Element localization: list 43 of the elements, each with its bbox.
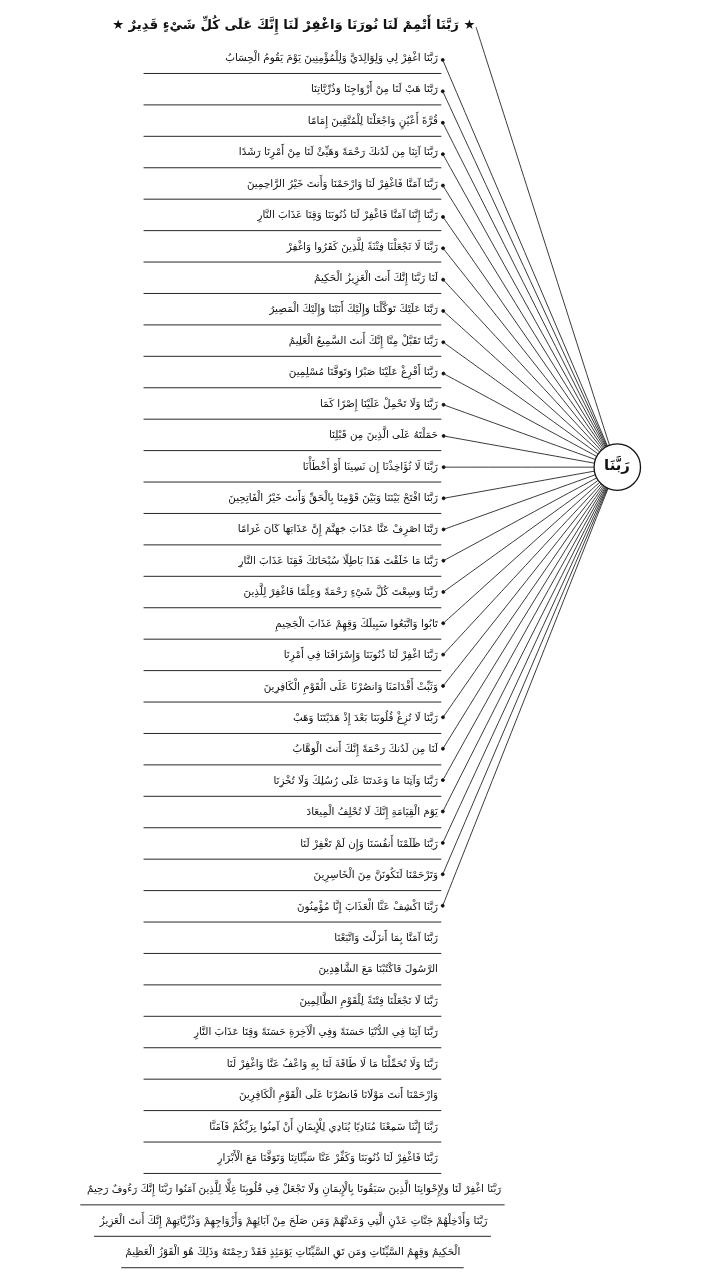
node-text: يَوْمَ الْقِيَامَةِ إِنَّكَ لَا تُخْلِفُ الْمِيعَادَ [306,805,438,818]
node-text: رَبَّنَا اصْرِفْ عَنَّا عَذَابَ جَهَنَّمَ إِنَّ عَذَابَهَا كَانَ غَرَامًا [237,522,438,535]
node-text: وَارْحَمْنَا أَنتَ مَوْلَانَا فَانصُرْنَا عَلَى الْقَوْمِ الْكَافِرِينَ [238,1088,438,1101]
node-text: رَبَّنَا افْتَحْ بَيْنَنَا وَبَيْنَ قَوْمِنَا بِالْحَقِّ وَأَنتَ خَيْرُ الْفَاتِحِينَ [227,491,438,504]
node-text: رَبَّنَا آمَنَّا بِمَا أَنزَلْتَ وَاتَّبَعْنَا [333,931,438,944]
node-text: رَبَّنَا وَسِعْتَ كُلَّ شَيْءٍ رَحْمَةً وَعِلْمًا فَاغْفِرْ لِلَّذِينَ [243,585,438,598]
node-text: رَبَّنَا إِنَّنَا آمَنَّا فَاغْفِرْ لَنَا ذُنُوبَنَا وَقِنَا عَذَابَ النَّارِ [257,208,438,221]
node-text: رَبَّنَا آتِنَا فِي الدُّنْيَا حَسَنَةً وَفِي الْآخِرَةِ حَسَنَةً وَقِنَا عَذَابَ النَّارِ [193,1025,438,1038]
node-text: وَتَرْحَمْنَا لَنَكُونَنَّ مِنَ الْخَاسِرِينَ [313,868,438,881]
node-text: رَبَّنَا اغْفِرْ لِي وَلِوَالِدَيَّ وَلِلْمُؤْمِنِينَ يَوْمَ يَقُومُ الْحِسَابُ [224,51,438,64]
node-text: رَبَّنَا مَا خَلَقْتَ هَذَا بَاطِلًا سُبْحَانَكَ فَقِنَا عَذَابَ النَّارِ [238,553,438,566]
connector [441,474,595,532]
connector [441,477,597,563]
node-text: رَبَّنَا إِنَّنَا سَمِعْنَا مُنَادِيًا يُنَادِي لِلْإِيمَانِ أَنْ آمِنُوا بِرَبِّكُمْ فَآمَنَّا [208,1119,438,1132]
node-text: رَبَّنَا أَفْرِغْ عَلَيْنَا صَبْرًا وَتَوَفَّنَا مُسْلِمِينَ [288,365,438,378]
connector [441,470,594,501]
node-text: الرَّسُولَ فَاكْتُبْنَا مَعَ الشَّاهِدِينَ [317,962,438,975]
node-text: رَبَّنَا اغْفِرْ لَنَا ذُنُوبَنَا وَإِسْرَافَنَا فِي أَمْرِنَا [283,648,438,661]
node-circle: رَبَّنَا [592,443,641,492]
connector [440,309,600,453]
connector [440,480,598,594]
node-text: رَبَّنَا لَا تُزِغْ قُلُوبَنَا بَعْدَ إِذْ هَدَيْتَنَا وَهَبْ [292,711,438,724]
connector [441,434,594,464]
node-text: رَبَّنَا هَبْ لَنَا مِنْ أَزْوَاجِنَا وَذُرِّيَّاتِنَا [310,82,438,95]
node-text: رَبَّنَا آمَنَّا فَاغْفِرْ لَنَا وَارْحَمْنَا وَأَنتَ خَيْرُ الرَّاحِمِينَ [246,176,438,189]
node-text: رَبَّنَا وَآتِنَا مَا وَعَدتَنَا عَلَى رُسُلِكَ وَلَا تُخْزِنَا [272,773,438,786]
connector [441,402,595,460]
node-text: الْحَكِيمُ وَقِهِمُ السَّيِّئَاتِ وَمَن تَقِ السَّيِّئَاتِ يَوْمَئِذٍ فَقَدْ رَحِمْتَهُ وَذَلِكَ هُوَ الْفَوْزُ الْعَظِيمُ [124,1245,460,1258]
node-text: رَبَّنَا عَلَيْكَ تَوَكَّلْنَا وَإِلَيْكَ أَنَبْنَا وَإِلَيْكَ الْمَصِيرُ [268,302,438,315]
node-text: لَنَا مِن لَدُنكَ رَحْمَةً إِنَّكَ أَنتَ الْوَهَّابُ [291,742,438,755]
connector [440,277,601,451]
node-text: رَبَّنَا وَلَا تُحَمِّلْنَا مَا لَا طَاقَةَ لَنَا بِهِ وَاعْفُ عَنَّا وَاغْفِرْ لَنَا [226,1056,438,1069]
connector [441,465,594,470]
connector [440,340,598,455]
connector [440,483,601,657]
node-text: رَبَّنَا لَا تَجْعَلْنَا فِتْنَةً لِلَّذِينَ كَفَرُوا وَاغْفِرْ [286,239,438,252]
node-text: رَبَّنَا آتِنَا مِن لَدُنكَ رَحْمَةً وَهَيِّئْ لَنَا مِنْ أَمْرِنَا رَشَدًا [238,145,438,158]
node-text: رَبَّنَا فَاغْفِرْ لَنَا ذُنُوبَنَا وَكَفِّرْ عَنَّا سَيِّئَاتِنَا وَتَوَفَّنَا مَعَ الْأَبْرَارِ [217,1151,438,1164]
connector [441,371,597,457]
connector [475,26,610,446]
node-text: رَبَّنَا اكْشِفْ عَنَّا الْعَذَابَ إِنَّا مُؤْمِنُونَ [296,899,438,912]
connector [440,482,600,626]
node-text: لَنَا رَبَّنَا إِنَّكَ أَنتَ الْعَزِيزُ الْحَكِيمُ [313,271,438,284]
